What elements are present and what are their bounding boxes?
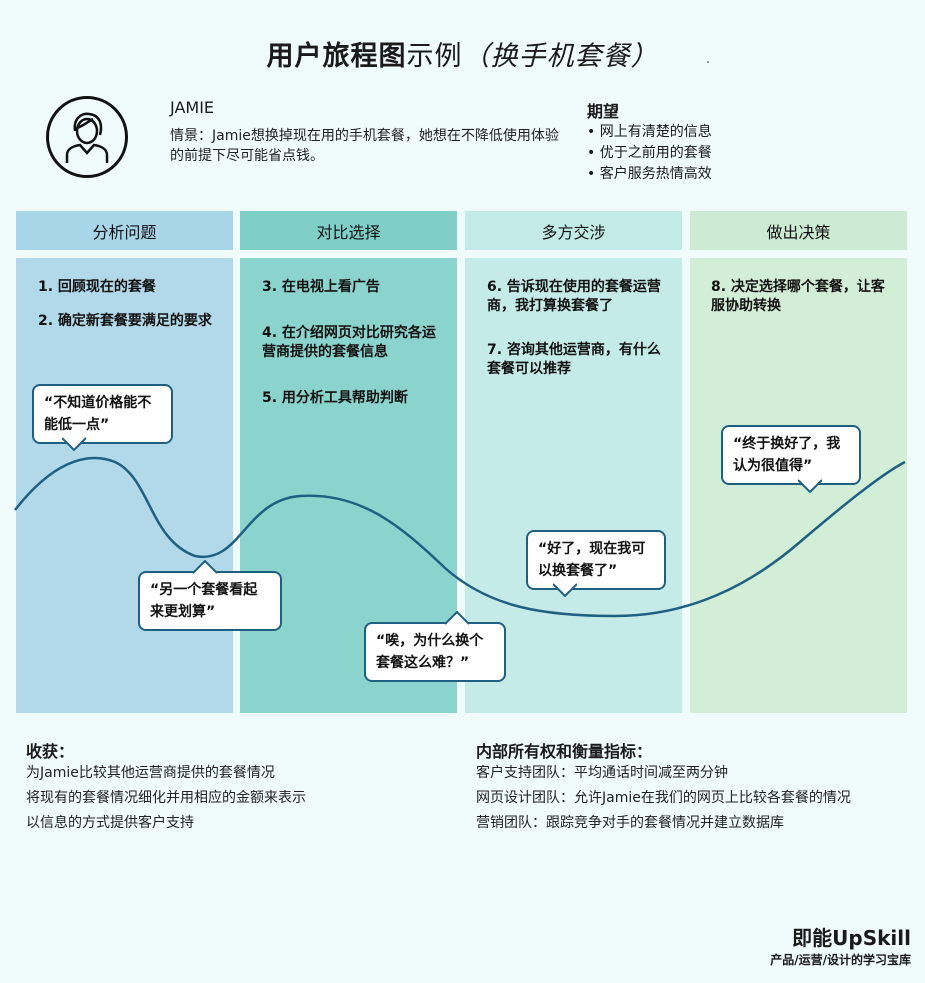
quote-text: “终于换好了，我认为很值得” — [733, 436, 841, 474]
decorative-dot — [707, 61, 709, 63]
persona-description: 情景：Jamie想换掉现在用的手机套餐，她想在不降低使用体验的前提下尽可能省点钱… — [170, 128, 559, 164]
quote-bubble-difficult: “唉，为什么换个套餐这么难？” — [364, 622, 506, 682]
stage-header-compare: 对比选择 — [240, 211, 457, 250]
step-item: 3. 在电视上看广告 — [262, 279, 380, 295]
bubble-tail — [445, 611, 469, 625]
bubble-tail — [553, 583, 577, 597]
quote-bubble-price: “不知道价格能不能低一点” — [32, 384, 173, 444]
quote-text: “不知道价格能不能低一点” — [44, 395, 152, 433]
step-item: 5. 用分析工具帮助判断 — [262, 390, 408, 406]
expectations-title: 期望 — [587, 102, 620, 121]
stage-header-decide: 做出决策 — [690, 211, 907, 250]
step-item: 2. 确定新套餐要满足的要求 — [38, 313, 212, 329]
title-main: 用户旅程图 — [266, 41, 407, 72]
person-icon — [65, 112, 109, 163]
quote-bubble-better-deal: “另一个套餐看起来更划算” — [138, 571, 282, 631]
ownership-line: 网页设计团队：允许Jamie在我们的网页上比较各套餐的情况 — [476, 790, 851, 806]
step-item: 6. 告诉现在使用的套餐运营商，我打算换套餐了 — [487, 279, 661, 314]
brand-tagline: 产品/运营/设计的学习宝库 — [770, 953, 911, 967]
bubble-tail — [62, 437, 86, 451]
page-title: 用户旅程图示例（换手机套餐） — [0, 34, 925, 73]
avatar — [46, 96, 128, 178]
steps-analyze: 1. 回顾现在的套餐 2. 确定新套餐要满足的要求 — [38, 278, 218, 346]
steps-negotiate: 6. 告诉现在使用的套餐运营商，我打算换套餐了 7. 咨询其他运营商，有什么套餐… — [487, 278, 667, 394]
step-item: 1. 回顾现在的套餐 — [38, 279, 156, 295]
bubble-tail — [798, 479, 822, 493]
ownership-line: 客户支持团队：平均通话时间减至两分钟 — [476, 765, 728, 781]
step-item: 4. 在介绍网页对比研究各运营商提供的套餐信息 — [262, 325, 436, 360]
expectation-item: 网上有清楚的信息 — [587, 122, 712, 143]
expectation-item: 优于之前用的套餐 — [587, 143, 712, 164]
quote-bubble-worth-it: “终于换好了，我认为很值得” — [721, 425, 861, 485]
quote-text: “唉，为什么换个套餐这么难？” — [376, 633, 484, 671]
ownership-text: 客户支持团队：平均通话时间减至两分钟 网页设计团队：允许Jamie在我们的网页上… — [476, 761, 896, 836]
step-item: 7. 咨询其他运营商，有什么套餐可以推荐 — [487, 342, 661, 377]
gain-line: 为Jamie比较其他运营商提供的套餐情况 — [26, 765, 275, 781]
ownership-title: 内部所有权和衡量指标： — [476, 742, 653, 761]
expectation-item: 客户服务热情高效 — [587, 164, 712, 185]
gains-text: 为Jamie比较其他运营商提供的套餐情况 将现有的套餐情况细化并用相应的金额来表… — [26, 761, 446, 836]
steps-decide: 8. 决定选择哪个套餐，让客服协助转换 — [711, 278, 891, 331]
expectations-list: 网上有清楚的信息 优于之前用的套餐 客户服务热情高效 — [587, 122, 712, 185]
title-subject: （换手机套餐） — [462, 41, 659, 72]
stage-header-analyze: 分析问题 — [16, 211, 233, 250]
step-item: 8. 决定选择哪个套餐，让客服协助转换 — [711, 279, 885, 314]
ownership-line: 营销团队：跟踪竞争对手的套餐情况并建立数据库 — [476, 815, 784, 831]
gain-line: 以信息的方式提供客户支持 — [26, 815, 194, 831]
steps-compare: 3. 在电视上看广告 4. 在介绍网页对比研究各运营商提供的套餐信息 5. 用分… — [262, 278, 447, 423]
brand-name: 即能UpSkill — [792, 926, 911, 950]
persona-name: JAMIE — [170, 98, 215, 117]
quote-text: “另一个套餐看起来更划算” — [150, 582, 258, 620]
gains-title: 收获： — [26, 742, 75, 761]
gain-line: 将现有的套餐情况细化并用相应的金额来表示 — [26, 790, 306, 806]
stage-header-negotiate: 多方交涉 — [465, 211, 682, 250]
quote-bubble-ready: “好了，现在我可以换套餐了” — [526, 530, 666, 590]
quote-text: “好了，现在我可以换套餐了” — [538, 541, 646, 579]
bubble-tail — [193, 560, 217, 574]
title-suffix: 示例 — [406, 41, 463, 72]
